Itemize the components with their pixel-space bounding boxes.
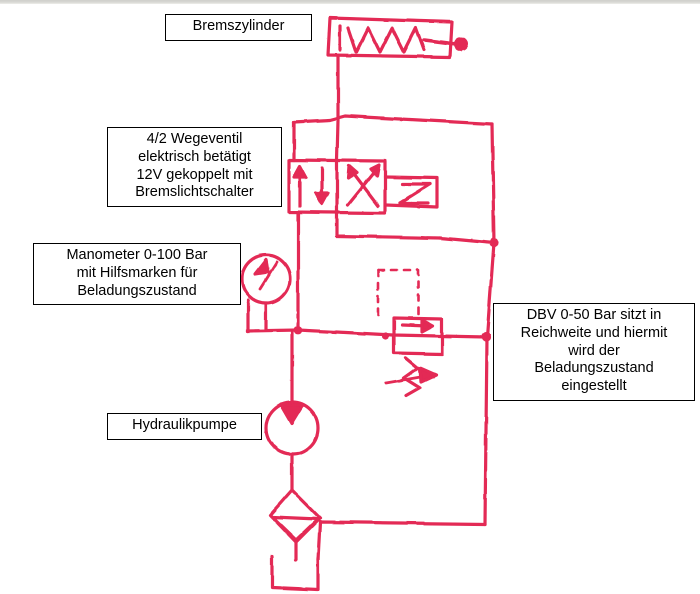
- line-gauge-to-rail: [246, 328, 488, 339]
- line-right-rail: [483, 122, 496, 526]
- hydraulic-pump-symbol: [264, 330, 320, 492]
- label-hydraulic-pump: Hydraulikpumpe: [107, 413, 262, 440]
- junction-dots: [293, 238, 499, 342]
- line-rail-upper-branch: [438, 236, 496, 245]
- relief-valve-symbol: [384, 316, 444, 398]
- line-top-branch: [292, 114, 494, 126]
- brake-cylinder-symbol: [326, 16, 458, 59]
- pressure-gauge-symbol: [240, 253, 292, 332]
- window-top-band: [0, 0, 700, 4]
- label-pressure-gauge: Manometer 0-100 Bar mit Hilfsmarken für …: [33, 243, 241, 306]
- label-brake-cylinder: Bremszylinder: [165, 14, 312, 41]
- label-directional-valve: 4/2 Wegeventil elektrisch betätigt 12V g…: [107, 127, 282, 208]
- brake-cylinder-rod-end: [454, 37, 468, 51]
- line-cylinder-to-valve: [335, 54, 340, 162]
- relief-valve-pilot-line: [376, 268, 420, 320]
- reservoir-symbol: [270, 554, 320, 592]
- filter-symbol: [268, 488, 322, 544]
- line-return-to-tank: [316, 520, 487, 562]
- line-valve-port-p: [335, 210, 442, 240]
- label-relief-valve: DBV 0-50 Bar sitzt in Reichweite und hie…: [493, 303, 695, 402]
- directional-valve-symbol: [287, 158, 439, 215]
